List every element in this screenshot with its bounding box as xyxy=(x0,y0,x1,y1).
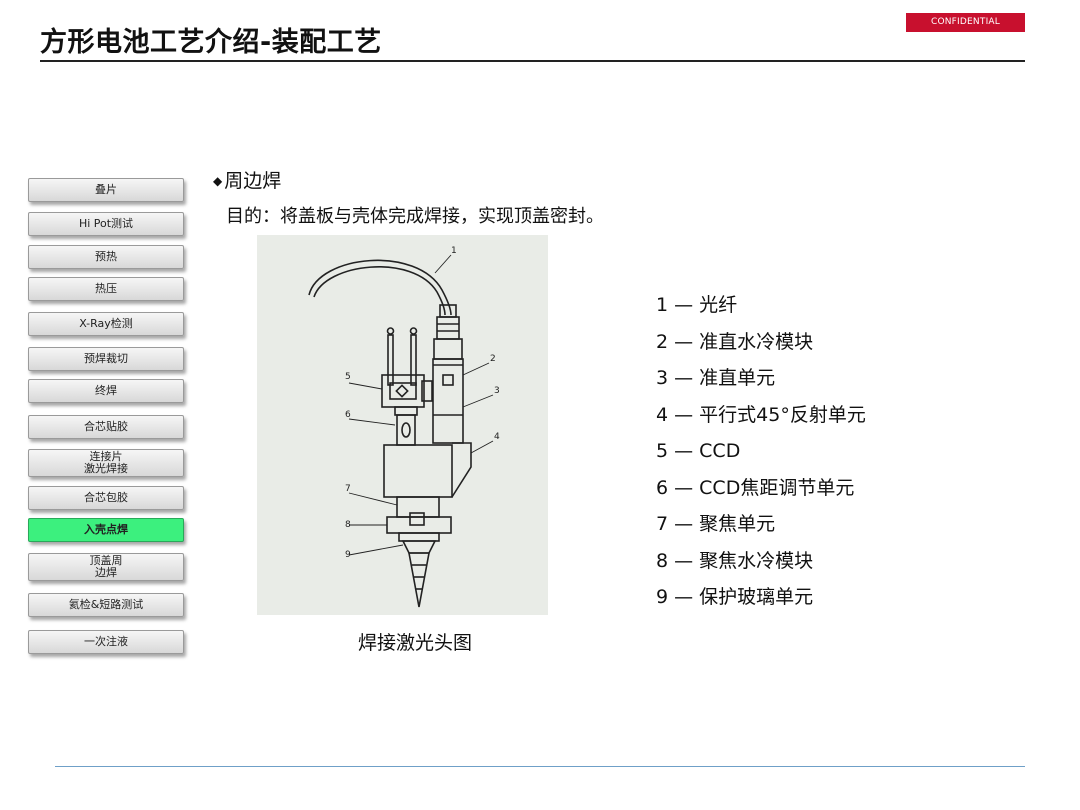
step-button-case-spot-welding[interactable]: 入壳点焊 xyxy=(28,518,184,542)
step-label: 预焊裁切 xyxy=(84,352,128,365)
step-button-xray-inspection[interactable]: X-Ray检测 xyxy=(28,312,184,336)
callout-5: 5 xyxy=(345,372,351,382)
callout-6: 6 xyxy=(345,410,351,420)
step-label: 连接片 激光焊接 xyxy=(84,450,128,475)
step-label: Hi Pot测试 xyxy=(78,217,134,230)
callout-8: 8 xyxy=(345,520,351,530)
step-label: 氦检&短路测试 xyxy=(68,598,144,611)
callout-1: 1 xyxy=(451,246,457,256)
step-button-prewelding-cutting[interactable]: 预焊裁切 xyxy=(28,347,184,371)
legend-item: 8 — 聚焦水冷模块 xyxy=(656,549,814,572)
legend-item: 9 — 保护玻璃单元 xyxy=(656,586,814,608)
step-label: 预热 xyxy=(95,250,117,263)
step-button-connector-laser-welding[interactable]: 连接片 激光焊接 xyxy=(28,449,184,477)
legend-item: 2 — 准直水冷模块 xyxy=(656,330,814,353)
step-button-top-cover-perimeter-welding[interactable]: 顶盖周 边焊 xyxy=(28,553,184,581)
step-button-final-welding[interactable]: 终焊 xyxy=(28,379,184,403)
step-label: 叠片 xyxy=(95,183,117,196)
legend-item: 5 — CCD xyxy=(656,440,741,462)
step-label: X-Ray检测 xyxy=(79,317,133,330)
section-heading: ◆周边焊 xyxy=(213,166,281,193)
legend-item: 3 — 准直单元 xyxy=(656,367,776,389)
step-button-core-taping[interactable]: 合芯贴胶 xyxy=(28,415,184,439)
step-button-stacking[interactable]: 叠片 xyxy=(28,178,184,202)
callout-2: 2 xyxy=(490,354,496,364)
step-label: 终焊 xyxy=(95,384,117,397)
legend-item: 1 — 光纤 xyxy=(656,294,738,316)
footer-divider xyxy=(55,766,1025,767)
step-button-core-wrapping[interactable]: 合芯包胶 xyxy=(28,486,184,510)
section-heading-text: 周边焊 xyxy=(224,170,282,192)
step-label: 合芯包胶 xyxy=(84,491,128,504)
legend-item: 6 — CCD焦距调节单元 xyxy=(656,476,855,499)
legend-item: 4 — 平行式45°反射单元 xyxy=(656,403,866,426)
page-title: 方形电池工艺介绍-装配工艺 xyxy=(40,27,382,58)
step-label: 顶盖周 边焊 xyxy=(89,554,123,579)
step-button-preheat[interactable]: 预热 xyxy=(28,245,184,269)
callout-3: 3 xyxy=(494,386,500,396)
title-divider xyxy=(40,60,1025,62)
step-button-hot-press[interactable]: 热压 xyxy=(28,277,184,301)
purpose-text: 目的：将盖板与壳体完成焊接，实现顶盖密封。 xyxy=(226,206,604,227)
confidential-badge: CONFIDENTIAL xyxy=(906,13,1025,32)
callout-9: 9 xyxy=(345,550,351,560)
callout-7: 7 xyxy=(345,484,351,494)
figure-caption: 焊接激光头图 xyxy=(358,632,473,654)
legend-item: 7 — 聚焦单元 xyxy=(656,513,776,535)
step-label: 一次注液 xyxy=(84,635,128,648)
step-label: 入壳点焊 xyxy=(84,523,128,536)
laser-head-diagram: 1 2 3 4 5 6 7 8 9 xyxy=(257,235,548,615)
component-legend: 1 — 光纤 2 — 准直水冷模块 3 — 准直单元 4 — 平行式45°反射单… xyxy=(656,287,866,616)
step-button-helium-short-test[interactable]: 氦检&短路测试 xyxy=(28,593,184,617)
step-button-hipot-test[interactable]: Hi Pot测试 xyxy=(28,212,184,236)
callout-4: 4 xyxy=(494,432,500,442)
laser-head-drawing: 1 2 3 4 5 6 7 8 9 xyxy=(308,246,500,608)
step-label: 热压 xyxy=(95,282,117,295)
step-label: 合芯贴胶 xyxy=(84,420,128,433)
diamond-bullet-icon: ◆ xyxy=(213,174,223,188)
step-button-first-injection[interactable]: 一次注液 xyxy=(28,630,184,654)
